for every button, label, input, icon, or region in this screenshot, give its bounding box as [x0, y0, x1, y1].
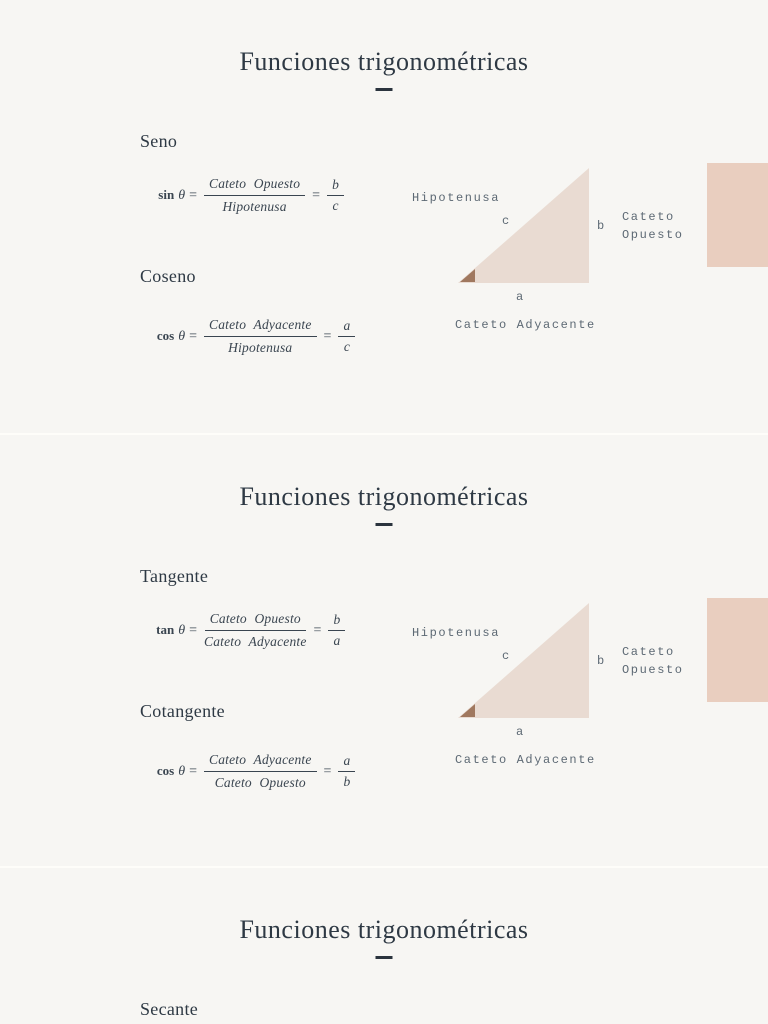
function-heading-seno: Seno [140, 131, 178, 151]
right-triangle-diagram [458, 603, 589, 718]
label-hipotenusa: Hipotenusa [412, 626, 501, 640]
fraction-denominator: Hipotenusa [222, 199, 287, 214]
fraction-denominator: Cateto Opuesto [214, 775, 306, 790]
slide-tangente-cotangente: Funciones trigonométricas Tangente tan θ… [0, 433, 768, 866]
ratio-fraction: Cateto Opuesto Cateto Adyacente [204, 611, 307, 650]
trig-abbreviation: cos [156, 328, 175, 343]
label-side-b: b [597, 654, 606, 668]
label-cateto-opuesto: Cateto Opuesto [622, 210, 684, 242]
function-heading-coseno: Coseno [140, 266, 196, 286]
fraction-numerator: Cateto Adyacente [204, 752, 317, 772]
result-fraction: a b [338, 753, 356, 790]
formula-lhs: sin θ = [145, 187, 197, 204]
label-cateto-adyacente: Cateto Adyacente [455, 753, 596, 767]
slide-title: Funciones trigonométricas [239, 915, 529, 944]
function-heading-secante: Secante [140, 999, 199, 1019]
accent-rectangle [707, 598, 768, 702]
ratio-fraction: Cateto Adyacente Hipotenusa [204, 317, 317, 356]
title-underline-dash [375, 88, 393, 91]
angle-marker [460, 269, 475, 282]
label-side-b: b [597, 219, 606, 233]
fraction-numerator: Cateto Opuesto [204, 176, 306, 196]
equals-sign: = [189, 188, 197, 203]
fraction-denominator: Cateto Adyacente [204, 634, 307, 649]
function-heading-tangente: Tangente [140, 566, 209, 586]
formula-coseno: cos θ = Cateto Adyacente Hipotenusa = a … [145, 317, 356, 356]
label-side-c: c [502, 214, 511, 228]
triangle-shape [458, 168, 589, 283]
ratio-fraction: Cateto Adyacente Cateto Opuesto [204, 752, 317, 791]
equals-sign: = [323, 328, 332, 344]
equals-sign: = [189, 623, 197, 638]
label-side-c: c [502, 649, 511, 663]
right-triangle-diagram [458, 168, 589, 283]
fraction-numerator: a [338, 318, 356, 337]
formula-seno: sin θ = Cateto Opuesto Hipotenusa = b c [145, 176, 344, 215]
label-cateto-opuesto: Cateto Opuesto [622, 645, 684, 677]
slide-title: Funciones trigonométricas [239, 482, 529, 511]
trig-abbreviation: sin [158, 187, 175, 202]
theta-symbol: θ [178, 623, 186, 638]
equals-sign: = [313, 622, 322, 638]
label-cateto-adyacente: Cateto Adyacente [455, 318, 596, 332]
fraction-denominator: Hipotenusa [228, 340, 293, 355]
result-fraction: b a [328, 612, 346, 649]
fraction-numerator: b [327, 177, 344, 196]
theta-symbol: θ [178, 188, 186, 203]
formula-tangente: tan θ = Cateto Opuesto Cateto Adyacente … [145, 611, 346, 650]
result-fraction: b c [327, 177, 344, 214]
slide-secante: Funciones trigonométricas Secante [0, 866, 768, 1024]
theta-symbol: θ [178, 764, 186, 779]
fraction-denominator: c [332, 198, 339, 213]
title-underline-dash [375, 956, 393, 959]
function-heading-cotangente: Cotangente [140, 701, 225, 721]
ratio-fraction: Cateto Opuesto Hipotenusa [204, 176, 306, 215]
equals-sign: = [189, 329, 197, 344]
label-hipotenusa: Hipotenusa [412, 191, 501, 205]
title-underline-dash [375, 523, 393, 526]
result-fraction: a c [338, 318, 356, 355]
formula-lhs: cos θ = [145, 763, 197, 780]
equals-sign: = [323, 763, 332, 779]
accent-rectangle [707, 163, 768, 267]
fraction-numerator: a [338, 753, 356, 772]
fraction-denominator: a [333, 633, 341, 648]
label-side-a: a [516, 725, 525, 739]
slide-seno-coseno: Funciones trigonométricas Seno sin θ = C… [0, 0, 768, 433]
label-side-a: a [516, 290, 525, 304]
formula-lhs: cos θ = [145, 328, 197, 345]
slide-title: Funciones trigonométricas [239, 47, 529, 76]
trig-abbreviation: cos [156, 763, 175, 778]
fraction-numerator: Cateto Opuesto [204, 611, 306, 631]
equals-sign: = [189, 764, 197, 779]
equals-sign: = [312, 187, 321, 203]
trig-abbreviation: tan [156, 622, 175, 637]
fraction-numerator: Cateto Adyacente [204, 317, 317, 337]
fraction-numerator: b [328, 612, 346, 631]
formula-cotangente: cos θ = Cateto Adyacente Cateto Opuesto … [145, 752, 356, 791]
fraction-denominator: c [343, 339, 350, 354]
triangle-shape [458, 603, 589, 718]
theta-symbol: θ [178, 329, 186, 344]
formula-lhs: tan θ = [145, 622, 197, 639]
angle-marker [460, 704, 475, 717]
fraction-denominator: b [343, 774, 351, 789]
